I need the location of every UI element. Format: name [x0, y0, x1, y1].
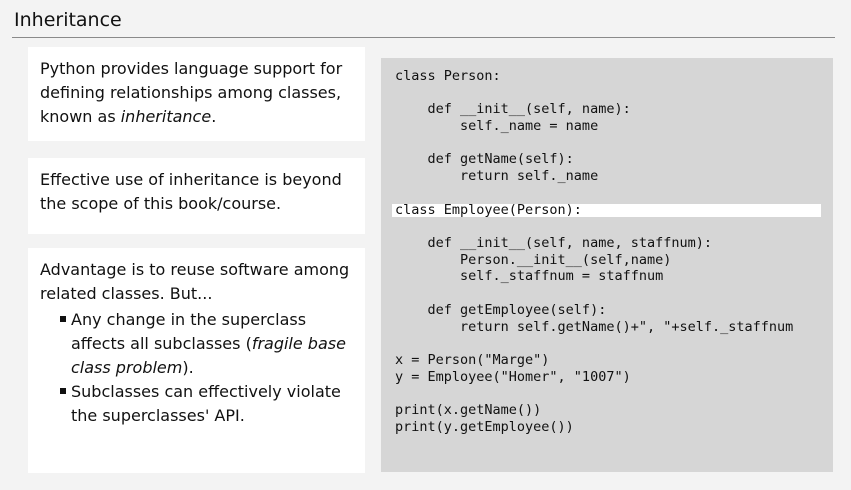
code-line: y = Employee("Homer", "1007") — [395, 369, 631, 385]
bullet-item-fragile-base: Any change in the superclass affects all… — [40, 308, 353, 380]
code-line: return self.getName()+", "+self._staffnu… — [395, 319, 794, 335]
intro-text-end: . — [211, 107, 217, 126]
code-line: x = Person("Marge") — [395, 352, 550, 368]
code-line: def getName(self): — [395, 151, 574, 167]
code-line: return self._name — [395, 168, 599, 184]
code-line: def __init__(self, name): — [395, 101, 631, 117]
slide-title: Inheritance — [14, 9, 122, 31]
bullet1-text: Any change in the superclass affects all… — [71, 310, 307, 353]
code-line: print(y.getEmployee()) — [395, 419, 574, 435]
text-box-scope-note: Effective use of inheritance is beyond t… — [28, 158, 365, 234]
code-line: class Employee(Person): — [395, 202, 582, 218]
code-line-highlight — [392, 204, 821, 217]
advantage-paragraph: Advantage is to reuse software among rel… — [40, 260, 350, 303]
code-line: Person.__init__(self,name) — [395, 252, 672, 268]
code-line: def getEmployee(self): — [395, 302, 607, 318]
code-line: print(x.getName()) — [395, 402, 542, 418]
code-line: class Person: — [395, 68, 501, 84]
text-box-advantages: Advantage is to reuse software among rel… — [28, 248, 365, 473]
bullet-item-api-violation: Subclasses can effectively violate the s… — [40, 380, 353, 428]
bullet1-emphasis: fragile base class problem — [71, 334, 346, 377]
code-line: self._staffnum = staffnum — [395, 268, 664, 284]
intro-emphasis: inheritance — [120, 107, 212, 126]
advantage-bullet-list: Any change in the superclass affects all… — [40, 308, 353, 428]
square-bullet-icon — [60, 388, 66, 394]
intro-paragraph: Python provides language support for def… — [40, 57, 353, 129]
text-box-inheritance-intro: Python provides language support for def… — [28, 47, 365, 141]
code-line: self._name = name — [395, 118, 599, 134]
code-panel: class Person: def __init__(self, name): … — [381, 58, 833, 472]
scope-paragraph: Effective use of inheritance is beyond t… — [40, 170, 342, 213]
code-line: def __init__(self, name, staffnum): — [395, 235, 712, 251]
square-bullet-icon — [60, 316, 66, 322]
title-divider — [12, 37, 835, 38]
intro-text: Python provides language support for def… — [40, 59, 343, 126]
bullet2-text: Subclasses can effectively violate the s… — [71, 382, 341, 425]
bullet1-text-end: ). — [182, 358, 194, 377]
